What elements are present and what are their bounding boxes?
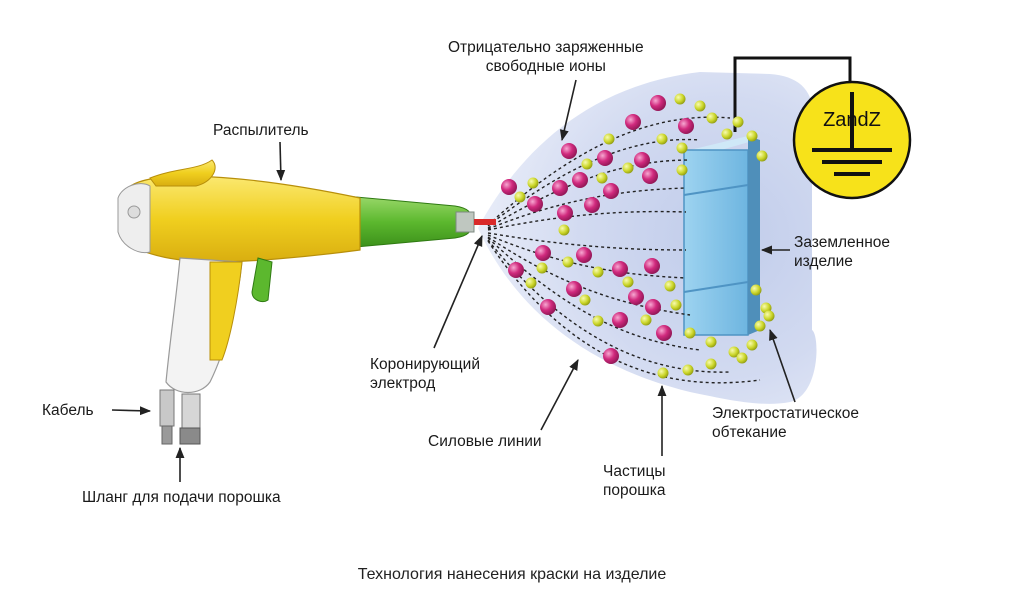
figure-caption: Технология нанесения краски на изделие xyxy=(357,566,667,583)
grounded-part xyxy=(683,136,760,336)
powder-particle xyxy=(694,100,706,112)
powder-particle xyxy=(756,150,768,162)
ground-badge: ZandZ xyxy=(792,80,912,200)
powder-particle xyxy=(664,280,676,292)
powder-particle xyxy=(670,299,682,311)
field-lines-pointer xyxy=(540,359,579,431)
powder-particle xyxy=(536,262,548,274)
ion xyxy=(597,150,613,166)
ion xyxy=(650,95,666,111)
ion xyxy=(508,262,524,278)
powder-particle xyxy=(754,320,766,332)
powder-particle xyxy=(579,294,591,306)
powder-particle xyxy=(558,224,570,236)
ion xyxy=(566,281,582,297)
powder-particle xyxy=(640,314,652,326)
ion xyxy=(634,152,650,168)
powder-particle xyxy=(736,352,748,364)
powder-particle xyxy=(732,116,744,128)
callout-lines xyxy=(111,79,796,482)
powder-particle xyxy=(705,358,717,370)
spray-gun xyxy=(117,159,496,445)
powder-cloud xyxy=(478,72,817,404)
powder-particle xyxy=(705,336,717,348)
powder-particle xyxy=(721,128,733,140)
cable-pointer xyxy=(111,406,152,416)
powder-particle xyxy=(684,327,696,339)
powder-particle xyxy=(746,130,758,142)
ion xyxy=(656,325,672,341)
ion xyxy=(644,258,660,274)
ion xyxy=(642,168,658,184)
ion xyxy=(612,261,628,277)
ion xyxy=(612,312,628,328)
hose-connector xyxy=(181,393,201,429)
powder-particle xyxy=(750,284,762,296)
gun-label: Распылитель xyxy=(213,122,309,139)
electrode-label: Коронирующий электрод xyxy=(370,356,480,392)
electrode-pointer xyxy=(433,234,483,349)
ions-label: Отрицательно заряженные свободные ионы xyxy=(448,39,644,75)
ion xyxy=(678,118,694,134)
powder-particle xyxy=(674,93,686,105)
powder-particle xyxy=(622,162,634,174)
field-lines-label: Силовые линии xyxy=(428,433,542,450)
cable-connector xyxy=(159,389,175,427)
ion xyxy=(552,180,568,196)
powder-particle xyxy=(527,177,539,189)
powder-particle xyxy=(682,364,694,376)
ion xyxy=(576,247,592,263)
powder-particles xyxy=(514,93,775,379)
ion xyxy=(557,205,573,221)
ground-wire xyxy=(733,56,852,132)
powder-particle xyxy=(746,339,758,351)
ion xyxy=(603,348,619,364)
cable-label: Кабель xyxy=(42,402,94,419)
powder-particle xyxy=(603,133,615,145)
powder-particle xyxy=(622,276,634,288)
hose-label: Шланг для подачи порошка xyxy=(82,489,281,506)
ion xyxy=(584,197,600,213)
corona-electrode xyxy=(474,219,496,225)
gun-pointer xyxy=(276,141,286,182)
powder-particle xyxy=(514,191,526,203)
ion xyxy=(628,289,644,305)
powder-particle xyxy=(656,133,668,145)
powder-particle xyxy=(592,315,604,327)
ground-logo-text: ZandZ xyxy=(823,109,881,131)
wrap-pointer xyxy=(769,328,796,403)
ion xyxy=(501,179,517,195)
ion xyxy=(540,299,556,315)
ions xyxy=(501,95,694,364)
ion xyxy=(572,172,588,188)
ion xyxy=(645,299,661,315)
powder-particle xyxy=(657,367,669,379)
particles-label: Частицы порошка xyxy=(603,463,666,499)
gun-trigger xyxy=(251,257,273,303)
powder-particle xyxy=(592,266,604,278)
powder-particle xyxy=(676,164,688,176)
powder-particle xyxy=(581,158,593,170)
gun-nozzle xyxy=(344,195,473,249)
powder-particle xyxy=(706,112,718,124)
powder-particle xyxy=(596,172,608,184)
ion xyxy=(527,196,543,212)
ions-pointer xyxy=(559,79,577,142)
ion xyxy=(535,245,551,261)
powder-particle xyxy=(525,277,537,289)
powder-particle xyxy=(728,346,740,358)
powder-particle xyxy=(676,142,688,154)
grounded-part-label: Заземленное изделие xyxy=(794,234,891,270)
ion xyxy=(625,114,641,130)
powder-particle xyxy=(562,256,574,268)
ion xyxy=(561,143,577,159)
gun-body xyxy=(120,175,361,263)
ion xyxy=(603,183,619,199)
electrostatic-wrap-label: Электростатическое обтекание xyxy=(712,405,859,441)
powder-particle xyxy=(763,310,775,322)
